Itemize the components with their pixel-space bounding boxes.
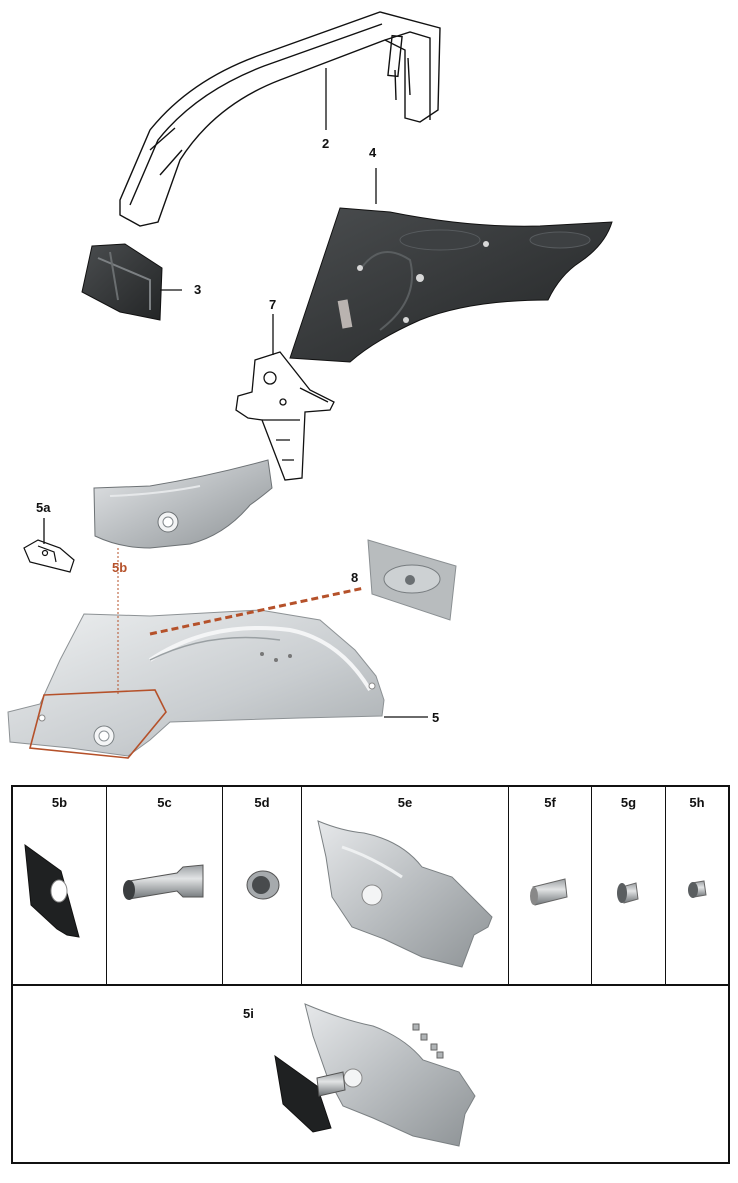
cell-5h: 5h (666, 787, 728, 984)
cell-5f: 5f (509, 787, 592, 984)
part-5i-assembly-image (274, 1003, 476, 1147)
cell-5g: 5g (592, 787, 666, 984)
cell-5d: 5d (223, 787, 302, 984)
parts-row: 5b 5c 5d 5e (13, 787, 728, 986)
part-5f-image (530, 878, 568, 906)
callout-8: 8 (351, 570, 358, 585)
cell-5e: 5e (302, 787, 509, 984)
part-5e-image (317, 820, 493, 968)
callout-2: 2 (322, 136, 329, 151)
cell-label-5b: 5b (51, 795, 68, 810)
cell-label-5h: 5h (689, 795, 705, 810)
callout-3: 3 (194, 282, 201, 297)
cell-label-5d: 5d (254, 795, 270, 810)
callout-5: 5 (432, 710, 439, 725)
cell-5b: 5b (13, 787, 107, 984)
part-7-mount-bracket (235, 351, 335, 481)
part-5a-bracket (23, 539, 75, 573)
part-4-inner-quarter-panel (289, 207, 613, 363)
exploded-parts-diagram: 2 3 4 7 5a 5b 8 5 (7, 11, 613, 759)
callout-7: 7 (269, 297, 276, 312)
leader-8-dashed (149, 586, 365, 636)
assembly-row: 5i (13, 986, 728, 1162)
part-3-bracket (81, 243, 163, 321)
assembly-label-5i: 5i (243, 1006, 254, 1021)
cell-label-5c: 5c (157, 795, 172, 810)
cell-label-5e: 5e (397, 795, 413, 810)
cell-5c: 5c (107, 787, 223, 984)
part-2-roll-arch (119, 11, 441, 227)
callout-4: 4 (369, 145, 377, 160)
part-5g-image (617, 882, 639, 904)
part-5d-image (246, 870, 280, 900)
leader-lines (43, 68, 428, 718)
region-5b-outline (28, 689, 167, 759)
callout-5a: 5a (36, 500, 51, 515)
part-5-main-panel (7, 609, 385, 757)
cell-label-5f: 5f (544, 795, 556, 810)
part-8-plate (367, 539, 457, 621)
cell-label-5g: 5g (620, 795, 637, 810)
part-5h-image (688, 880, 707, 898)
parts-detail-table: 5b 5c 5d 5e (11, 785, 730, 1164)
part-5b-panel (93, 459, 273, 549)
part-5b-image (24, 843, 80, 938)
callout-5b: 5b (112, 560, 127, 575)
part-5c-image (123, 864, 204, 900)
